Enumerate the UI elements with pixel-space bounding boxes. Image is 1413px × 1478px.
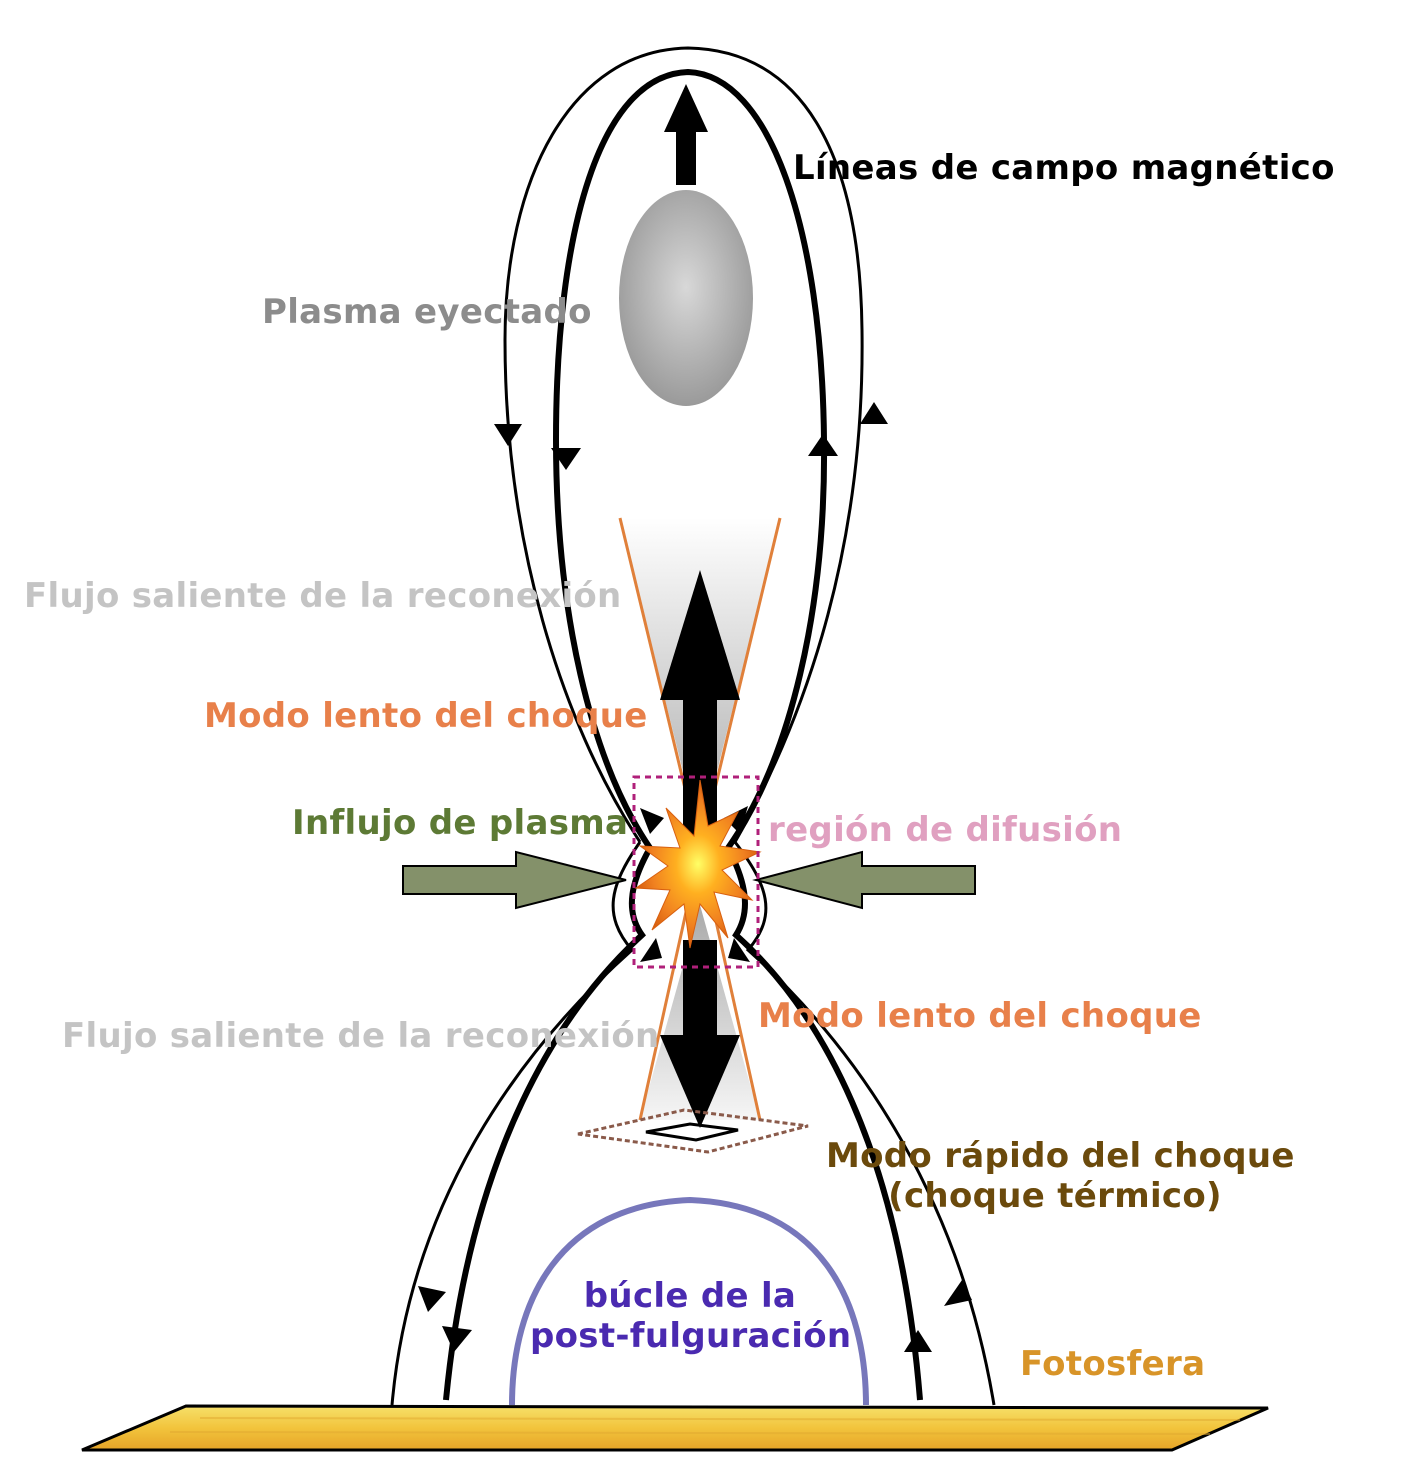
label-plasma-inflow: Influjo de plasma: [292, 803, 629, 843]
arrowhead-inner-right-up: [808, 434, 838, 456]
fast-shock-inner-diamond: [645, 1122, 739, 1142]
label-post-flare-loop-line1: búcle de la: [583, 1276, 797, 1316]
arrowhead-outer-left-down: [494, 424, 522, 446]
label-fast-shock: Modo rápido del choque (choque térmico): [826, 1136, 1295, 1216]
arrowhead-outflow-lower-right: [728, 938, 750, 962]
field-line-inner-left-lower: [443, 846, 653, 1401]
arrowhead-inflow-upper-right: [724, 806, 748, 834]
reconnection-burst: [634, 779, 762, 949]
downward-outflow-arrow: [660, 940, 740, 1128]
field-line-outer-right-lower: [733, 841, 996, 1406]
field-line-outer-left-lower: [390, 841, 642, 1406]
arrowhead-outer-left-lower-down: [418, 1286, 446, 1312]
arrowhead-outer-right-lower-up: [944, 1280, 972, 1306]
arrowhead-outer-right-up: [860, 402, 888, 424]
photosphere-slab: [81, 1404, 1269, 1452]
field-line-inner-loop: [552, 68, 828, 850]
post-flare-loop-arc: [509, 1196, 869, 1406]
arrowhead-outflow-lower-left: [640, 938, 662, 962]
top-ejection-arrow: [664, 84, 708, 185]
label-post-flare-loop: búcle de la post-fulguración: [530, 1276, 852, 1356]
fast-shock-outer-diamond: [577, 1108, 809, 1154]
label-outflow-top: Flujo saliente de la reconexión: [24, 576, 622, 616]
label-slow-shock-bottom: Modo lento del choque: [758, 996, 1202, 1036]
label-post-flare-loop-line2: post-fulguración: [530, 1316, 852, 1356]
label-ejected-plasma: Plasma eyectado: [262, 292, 592, 332]
inflow-arrow-right: [752, 850, 976, 910]
field-direction-arrowheads: [418, 402, 972, 1352]
field-line-outer-loop: [503, 46, 864, 843]
label-fast-shock-line2: (choque térmico): [888, 1176, 1222, 1216]
arrowhead-inner-left-down: [551, 448, 581, 470]
label-outflow-bottom: Flujo saliente de la reconexión: [62, 1016, 660, 1056]
diffusion-region-box: [632, 775, 760, 969]
inflow-arrow-left: [402, 850, 627, 910]
arrowhead-inner-left-lower-down: [442, 1326, 472, 1352]
label-fast-shock-line1: Modo rápido del choque: [826, 1136, 1295, 1176]
ejected-plasma-blob: [619, 190, 753, 406]
arrowhead-inner-right-lower-up: [904, 1330, 932, 1352]
label-magnetic-field-lines: Líneas de campo magnético: [793, 148, 1335, 188]
label-diffusion-region: región de difusión: [768, 810, 1123, 850]
arrowhead-inflow-upper-left: [640, 808, 664, 834]
label-slow-shock-top: Modo lento del choque: [204, 696, 648, 736]
label-photosphere: Fotosfera: [1020, 1344, 1206, 1384]
